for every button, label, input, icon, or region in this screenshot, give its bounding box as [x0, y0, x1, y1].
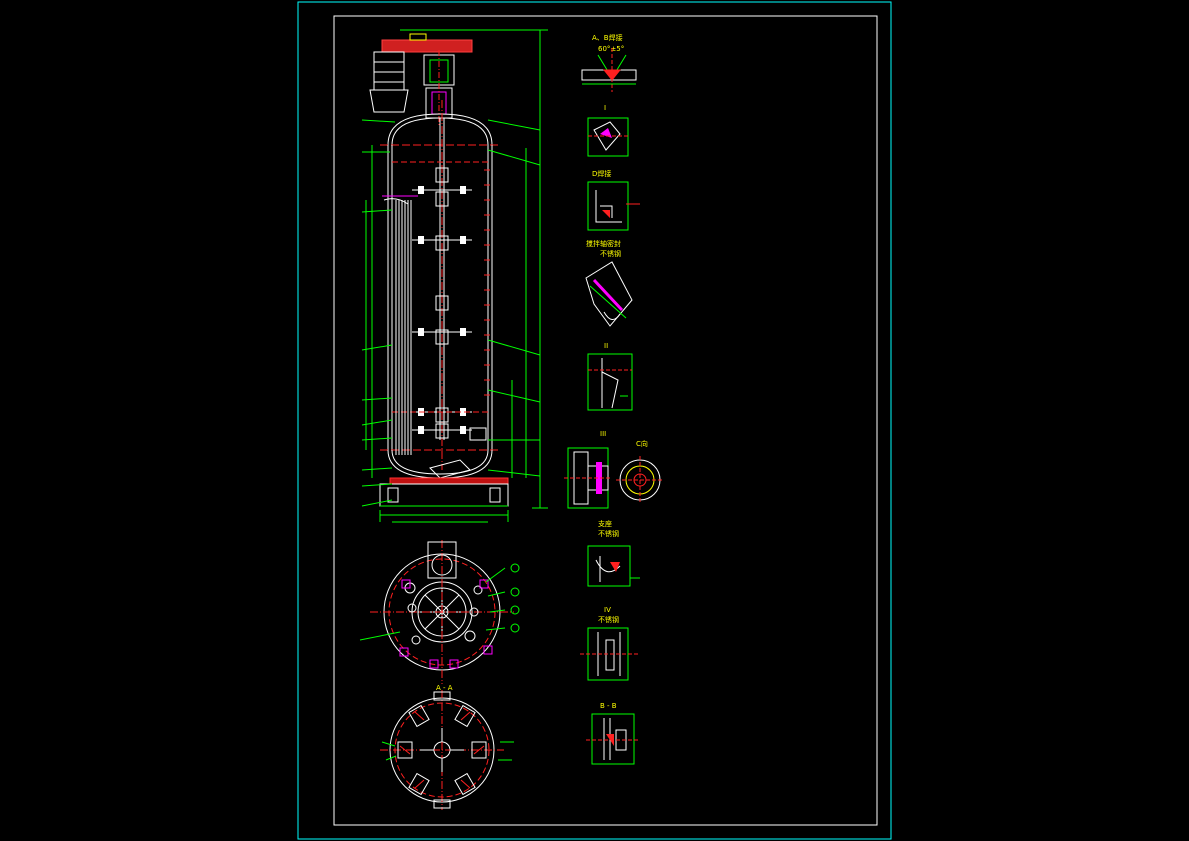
support-note-line-2: 不锈钢	[598, 529, 619, 538]
section-aa-view: A - A	[380, 684, 514, 810]
detail-iv-note: 不锈钢	[598, 615, 619, 624]
detail-ab-weld-title: A、B焊接	[592, 33, 623, 42]
detail-views-column: A、B焊接 60°±5° I D焊接 搅拌轴密封 不锈钢 II	[564, 33, 664, 765]
detail-ii-title: II	[604, 342, 608, 350]
bevel-angle-label: 60°±5°	[598, 45, 624, 53]
top-plan-view	[359, 540, 520, 684]
drive-coupling	[381, 39, 473, 53]
detail-i-title: I	[604, 104, 606, 112]
sheet-outer-border	[297, 1, 892, 840]
main-vessel-elevation	[361, 29, 548, 523]
detail-c-title: C向	[636, 439, 648, 448]
section-aa-title: A - A	[436, 684, 453, 692]
detail-iii-title: III	[600, 430, 606, 438]
support-note-line-1: 支座	[598, 519, 612, 528]
detail-d-weld-title: D焊接	[592, 169, 611, 178]
seal-note-line-1: 搅拌轴密封	[586, 239, 621, 248]
section-bb-title: B - B	[600, 702, 617, 710]
detail-iv-title: IV	[604, 606, 611, 614]
motor-body	[373, 51, 405, 91]
seal-note-line-2: 不锈钢	[600, 249, 621, 258]
sheet-inner-border	[333, 15, 878, 826]
